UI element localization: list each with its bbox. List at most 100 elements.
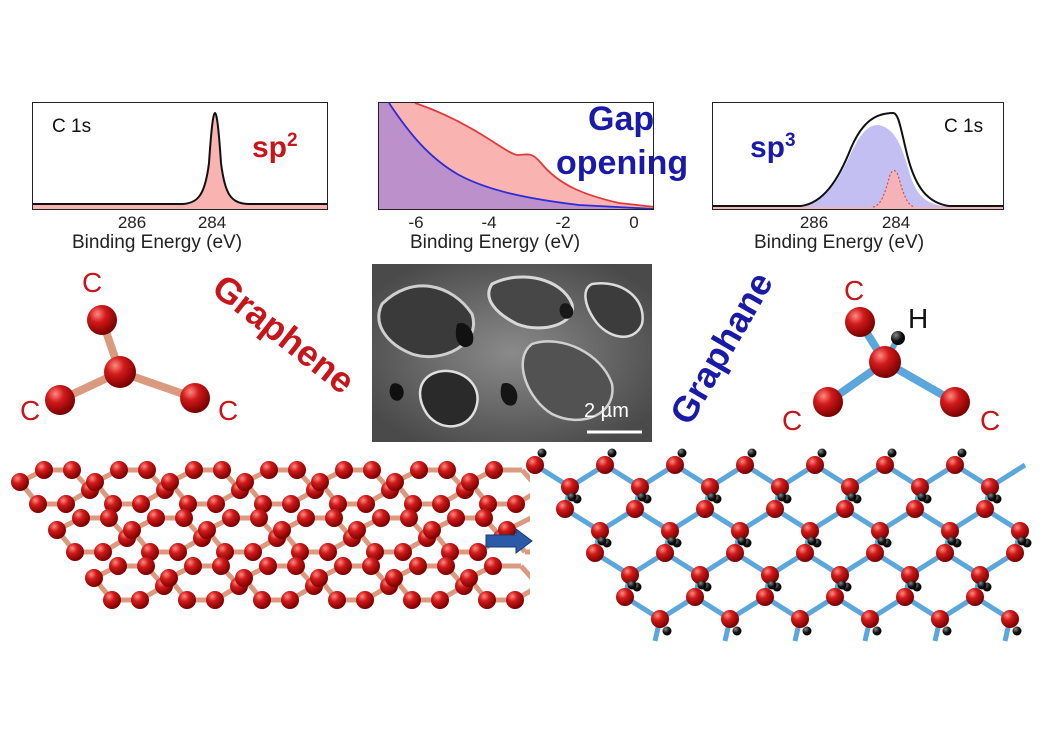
- carbon-atom: [931, 610, 949, 628]
- atom-label-c: C: [782, 405, 802, 436]
- graphene-title: Graphene: [205, 266, 360, 402]
- carbon-atom: [1006, 544, 1024, 562]
- carbon-atom: [896, 588, 914, 606]
- x-axis-label: Binding Energy (eV): [410, 232, 581, 253]
- carbon-atom: [796, 544, 814, 562]
- graphene-name: Graphene: [205, 266, 360, 402]
- tick-minus2: -2: [555, 213, 571, 232]
- carbon-atom: [86, 473, 104, 491]
- carbon-atom: [666, 456, 684, 474]
- tick-286: 286: [117, 213, 147, 232]
- carbon-atom: [806, 456, 824, 474]
- carbon-atom: [160, 569, 178, 587]
- carbon-atom: [410, 461, 428, 479]
- graphane-title: Graphane: [661, 265, 781, 431]
- carbon-atom: [906, 500, 924, 518]
- carbon-atom: [841, 478, 859, 496]
- carbon-atom: [461, 473, 479, 491]
- carbon-atom: [63, 461, 81, 479]
- carbon-atom: [586, 544, 604, 562]
- carbon-atom: [281, 591, 299, 609]
- cc-bond: [520, 468, 530, 483]
- carbon-atom: [438, 461, 456, 479]
- sp3-title-sup: 3: [785, 130, 796, 151]
- graphane-lattice: [526, 448, 1032, 642]
- carbon-atom: [911, 478, 929, 496]
- carbon-atom: [526, 456, 544, 474]
- carbon-atom: [400, 509, 418, 527]
- sp3-title: sp3: [750, 130, 796, 165]
- carbon-atom: [222, 509, 240, 527]
- carbon-atom: [175, 509, 193, 527]
- carbon-atom: [87, 305, 117, 335]
- sp2-title: sp2: [252, 130, 298, 165]
- carbon-atom: [132, 495, 150, 513]
- carbon-atom: [876, 456, 894, 474]
- graphane-sp3-unit: C H C C: [782, 275, 1000, 436]
- sp2-spectrum-line: [33, 111, 327, 205]
- hydrogen-atom: [977, 580, 987, 590]
- carbon-atom: [363, 461, 381, 479]
- carbon-atom: [297, 509, 315, 527]
- carbon-atom: [45, 385, 75, 415]
- carbon-atom: [591, 522, 609, 540]
- carbon-atom: [236, 473, 254, 491]
- hydrogen-atom: [807, 536, 817, 546]
- carbon-atom: [696, 500, 714, 518]
- carbon-atom: [556, 500, 574, 518]
- carbon-atom-center: [104, 356, 136, 388]
- carbon-atom: [273, 521, 291, 539]
- xps-plot-frame: [32, 102, 328, 210]
- carbon-atom: [1011, 522, 1029, 540]
- carbon-atom: [616, 588, 634, 606]
- sp3-component-fill: [713, 125, 1003, 209]
- carbon-atom: [761, 566, 779, 584]
- hydrogen-atom: [767, 580, 777, 590]
- carbon-atom: [981, 478, 999, 496]
- carbon-atom: [403, 591, 421, 609]
- hydrogen-atom: [1012, 626, 1022, 636]
- c1s-label: C 1s: [944, 116, 984, 137]
- valence-plot-frame: [378, 102, 654, 210]
- carbon-atom: [866, 544, 884, 562]
- sp2-title-sup: 2: [287, 130, 298, 151]
- hydrogen-atom: [891, 331, 905, 345]
- hydrogen-atom: [697, 580, 707, 590]
- graphane-valence-fill: [379, 103, 653, 209]
- carbon-atom: [235, 569, 253, 587]
- xps-sp2-plot: [33, 111, 327, 209]
- hydrogen-atom: [817, 448, 827, 458]
- x-axis-label: Binding Energy (eV): [754, 232, 925, 253]
- carbon-atom: [372, 509, 390, 527]
- carbon-atom: [48, 521, 66, 539]
- carbon-atom: [409, 557, 427, 575]
- hydrogen-atom: [677, 448, 687, 458]
- carbon-atom: [404, 495, 422, 513]
- carbon-atom: [386, 473, 404, 491]
- sp3-spectrum-line: [713, 111, 1003, 207]
- carbon-atom: [100, 509, 118, 527]
- carbon-atom: [357, 495, 375, 513]
- carbon-atom: [423, 521, 441, 539]
- gap-title-line2: opening: [556, 144, 689, 182]
- hydrogen-atom: [957, 448, 967, 458]
- graphene-sp2-unit: C C C: [20, 267, 238, 426]
- carbon-atom: [941, 522, 959, 540]
- hydrogen-atom: [1017, 536, 1027, 546]
- graphene-lattice: [11, 461, 530, 609]
- carbon-atom: [178, 591, 196, 609]
- carbon-atom: [35, 461, 53, 479]
- carbon-atom: [701, 478, 719, 496]
- carbon-atom: [334, 557, 352, 575]
- carbon-atom: [721, 610, 739, 628]
- carbon-atom: [901, 566, 919, 584]
- carbon-atom: [484, 557, 502, 575]
- carbon-atom: [861, 610, 879, 628]
- carbon-atom: [179, 495, 197, 513]
- tick-286: 286: [799, 213, 829, 232]
- gap-title-line1: Gap: [588, 100, 655, 138]
- hydrogen-atom: [627, 580, 637, 590]
- graphane-name: Graphane: [661, 265, 781, 431]
- carbon-atom: [506, 591, 524, 609]
- carbon-atom: [691, 566, 709, 584]
